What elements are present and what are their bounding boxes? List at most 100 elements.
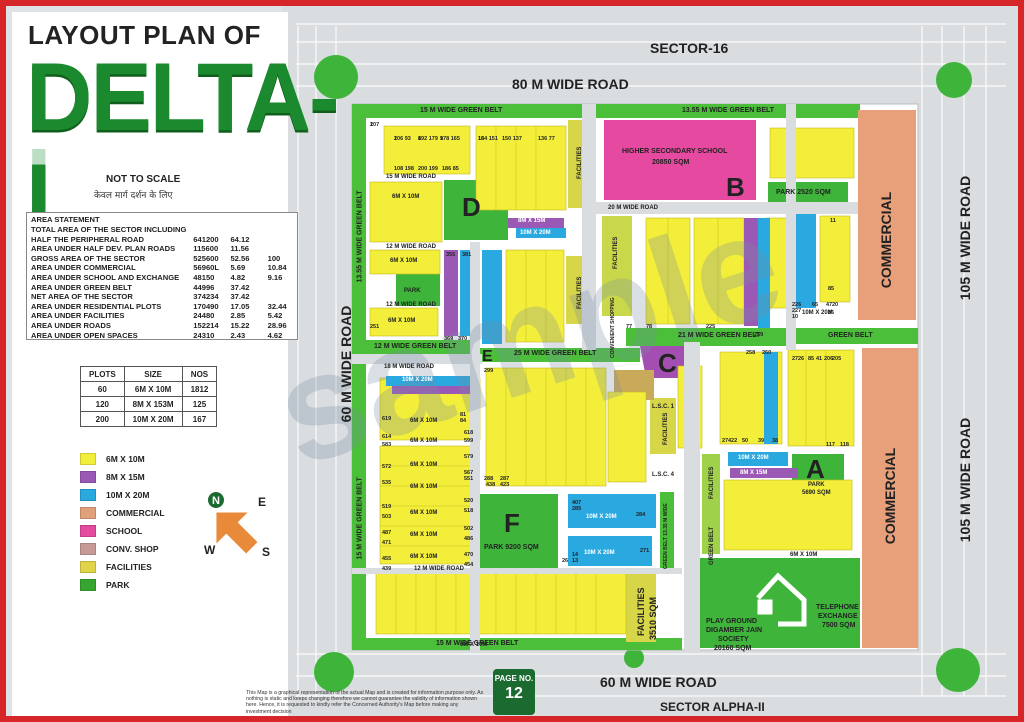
area-statement-v1: 152214 [193,320,219,330]
area-statement-v2: 64.12 [230,234,250,244]
area-statement-v1: 115600 [193,244,219,254]
plot-number: 8 [418,136,422,142]
scale-note-hindi: केवल मार्ग दर्शन के लिए [94,191,173,201]
plot-number: 1 [370,122,374,128]
area-statement-row: TOTAL AREA OF THE SECTOR INCLUDING [27,225,297,235]
plot-number: 227 [792,308,802,314]
label-road-12m: 12 M WIDE ROAD [386,244,437,250]
area-statement-label: AREA UNDER OPEN SPACES [31,330,138,340]
label-road-18m: 18 M WIDE ROAD [384,364,435,370]
label-block-f: F [504,508,520,538]
label-facilities-4: FACILITIES [709,466,715,499]
plot-number: 519 [382,504,392,510]
label-plot-10x20: 10M X 20M [586,514,617,520]
label-convenient-shopping: CONVENIENT SHOPPING [610,297,616,358]
label-plot-10x20: 10M X 20M [738,455,769,461]
plot-number: 407 [572,500,582,506]
legend-swatch [80,471,96,483]
plot-number: 106 93 [394,136,411,142]
area-statement-v1: 48150 [193,272,215,282]
plot-number: 551 [464,476,474,482]
label-facilities-3: FACILITIES [663,412,669,445]
area-statement-v3: 10.84 [267,263,287,273]
plot-number: 287 [500,476,510,482]
plot-number: 200 199 [418,166,438,172]
label-park-b: PARK 2520 SQM [776,189,831,196]
label-road-20m: 20 M WIDE ROAD [608,205,659,211]
page-number-label: PAGE NO. [494,674,534,683]
label-gb-right: GREEN BELT [828,332,873,339]
plot-number: 502 [464,526,474,532]
plots-header-cell: PLOTS [80,366,125,382]
legend-item: 10M X 20M [80,486,165,504]
legend-swatch [80,507,96,519]
plot-number: 84 [460,418,467,424]
plot-number: 271 [640,548,650,554]
label-lsc1: L.S.C. 1 [652,404,675,410]
area-statement-label: AREA UNDER ROADS [31,320,111,330]
label-school-area: 20850 SQM [652,159,690,166]
school-zone [604,120,756,200]
label-gb-left-upper: 13.55 M WIDE GREEN BELT [356,190,364,283]
plots-cell: 125 [181,396,218,412]
plot-number: 381 [462,252,472,258]
area-statement-v1: 24310 [193,330,215,340]
area-statement-label: AREA UNDER SCHOOL AND EXCHANGE [31,272,180,282]
plot-number: 455 [382,556,392,562]
plot-number: 422 [728,438,738,444]
label-commercial-upper: COMMERCIAL [878,191,894,289]
plot-number: 355 [446,252,456,258]
area-statement-v1: 641200 [193,234,219,244]
label-block-d: D [462,192,481,222]
label-plot-6x10: 6M X 10M [410,484,438,490]
area-statement-v2: 5.69 [230,263,246,273]
plot-number: 259 [754,332,764,338]
label-plot-6x10: 6M X 10M [410,462,438,468]
area-statement-label: AREA UNDER COMMERCIAL [31,263,136,273]
plot-number: 47 [826,302,833,308]
plot-number: 26 [562,558,569,564]
plot-number: 118 [840,442,849,448]
plot-number: 136 77 [538,136,555,142]
label-gb-top-left: 15 M WIDE GREEN BELT [420,107,503,114]
label-plot-6x10: 6M X 10M [410,418,438,424]
label-right-road-upper: 105 M WIDE ROAD [957,175,973,301]
plot-number: 470 [464,552,474,558]
label-bottom-sector: SECTOR ALPHA-II [660,700,765,714]
plot-number: 535 [382,480,392,486]
label-right-road-lower: 105 M WIDE ROAD [957,417,973,543]
plot-number: 370 [458,336,468,342]
legend-label: FACILITIES [106,562,152,572]
plot-number: 108 198 [394,166,414,172]
plot-number: 41 [816,356,823,362]
area-statement-v2: 52.56 [230,253,250,263]
label-telephone-area: 7500 SQM [822,622,856,629]
plot-number: 150 137 [502,136,522,142]
area-statement-label: GROSS AREA OF THE SECTOR [31,253,146,263]
plot-number: 487 [382,530,392,536]
area-statement-v1 [193,225,230,235]
area-statement-v1: 44996 [193,282,215,292]
area-statement-label: AREA UNDER FACILITIES [31,311,125,321]
legend-item: FACILITIES [80,558,165,576]
label-gb-top-right: 13.55 M WIDE GREEN BELT [682,107,775,114]
plot-number: 619 [382,416,392,422]
label-facilities-5: FACILITIES [613,236,619,269]
plot-number: 36 [828,310,835,316]
area-statement-v1: 170490 [193,301,219,311]
plot-number: 454 [464,562,474,568]
label-gb-mid: 25 M WIDE GREEN BELT [514,350,597,357]
label-gb-bottom: 15 M WIDE GREEN BELT [436,640,519,647]
label-plot-10x20: 10M X 20M [802,310,833,316]
legend-swatch [80,489,96,501]
plot-number: 117 [826,442,835,448]
area-statement-v1: 525600 [193,253,219,263]
label-block-e: E [482,348,493,365]
